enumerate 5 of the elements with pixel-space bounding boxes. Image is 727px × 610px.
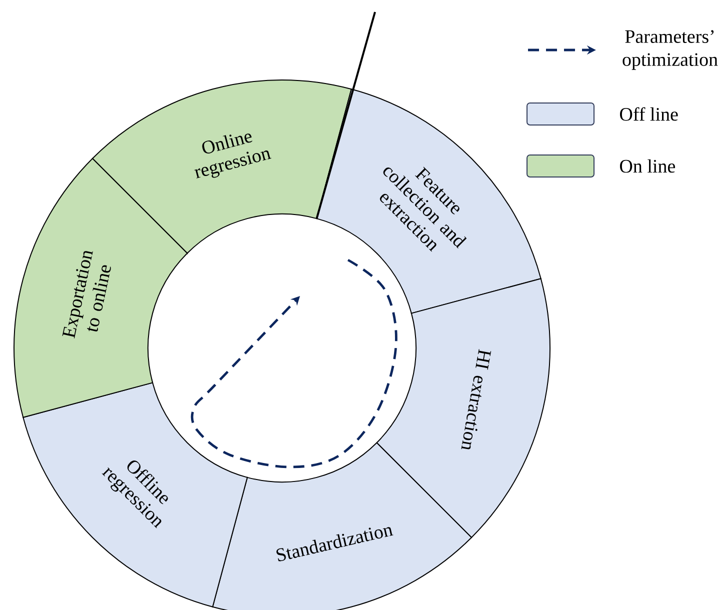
- ring-segment: Exportation to online: [14, 158, 188, 418]
- legend-label: On line: [620, 159, 676, 173]
- legend-label: Parameters’ optimization: [622, 30, 718, 70]
- ring-segment: Online regression: [92, 80, 352, 254]
- legend-label: Off line: [620, 107, 678, 121]
